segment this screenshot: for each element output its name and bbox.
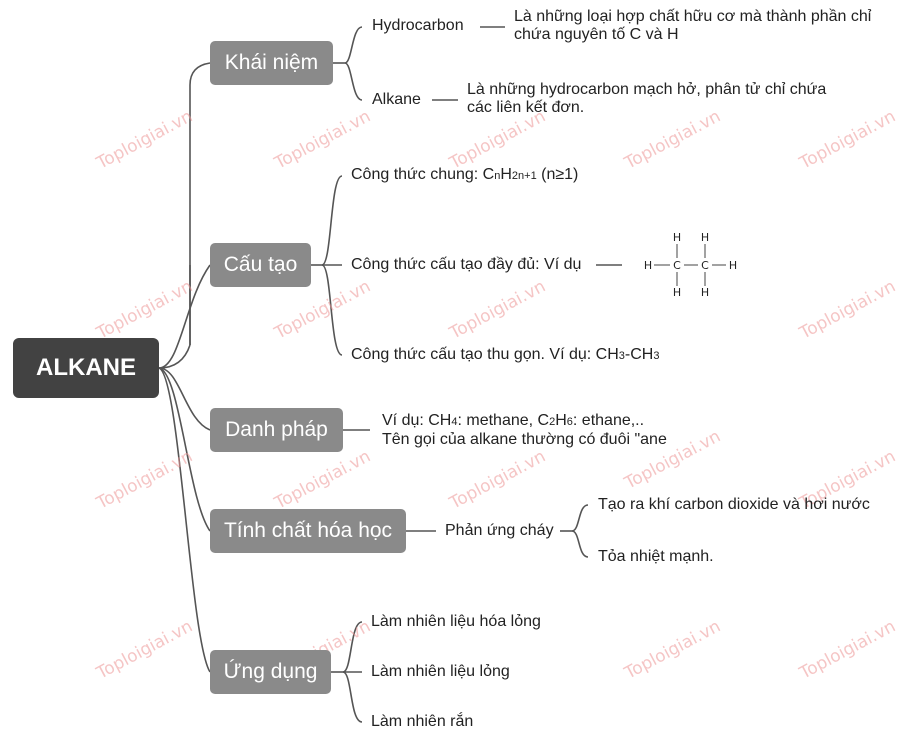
branch-tinh-chat: Tính chất hóa học xyxy=(210,509,406,553)
nomenclature-text: Ví dụ: CH4: methane, C2H6: ethane,.. Tên… xyxy=(382,412,667,449)
np-e: H xyxy=(555,412,567,429)
general-formula-h: H xyxy=(500,166,512,183)
root-node: ALKANE xyxy=(13,338,159,398)
condensed-prefix: Công thức cấu tạo thu gọn. Ví dụ: CH xyxy=(351,346,619,363)
condensed-sub2: 3 xyxy=(653,350,660,362)
atom-h-bottom2: H xyxy=(701,286,709,299)
general-formula-n: n xyxy=(494,170,501,182)
hydrocarbon-definition: Là những loại hợp chất hữu cơ mà thành p… xyxy=(514,8,871,44)
branch-cau-tao: Cấu tạo xyxy=(210,243,311,287)
atom-c2: C xyxy=(701,259,709,272)
np-a: Ví dụ: CH xyxy=(382,412,452,429)
leaf-full-structure: Công thức cấu tạo đầy đủ: Ví dụ xyxy=(351,256,582,273)
leaf-combustion: Phản ứng cháy xyxy=(445,522,554,539)
np-d: 2 xyxy=(549,416,556,428)
atom-c1: C xyxy=(673,259,681,272)
leaf-combustion-result2: Tỏa nhiệt mạnh. xyxy=(598,548,714,565)
nomenclature-line1: Ví dụ: CH4: methane, C2H6: ethane,.. xyxy=(382,412,667,431)
branch-khai-niem: Khái niệm xyxy=(210,41,333,85)
np-c: : methane, C xyxy=(457,412,550,429)
alkane-def-line2: các liên kết đơn. xyxy=(467,99,585,116)
leaf-alkane: Alkane xyxy=(372,91,421,108)
condensed-mid: -CH xyxy=(624,346,654,363)
leaf-hydrocarbon: Hydrocarbon xyxy=(372,17,464,34)
leaf-application3: Làm nhiên rắn xyxy=(371,713,474,730)
ethane-structure-diagram: H C C H H H H H xyxy=(644,231,737,299)
atom-h-bottom1: H xyxy=(673,286,681,299)
branch-ung-dung: Ứng dụng xyxy=(210,650,331,694)
np-f: 6 xyxy=(566,416,573,428)
atom-h-left: H xyxy=(644,259,652,272)
condensed-sub1: 3 xyxy=(618,350,625,362)
leaf-combustion-result1: Tạo ra khí carbon dioxide và hơi nước xyxy=(598,496,870,513)
np-b: 4 xyxy=(451,416,458,428)
general-formula-suffix: (n≥1) xyxy=(536,166,579,183)
alkane-definition: Là những hydrocarbon mạch hở, phân tử ch… xyxy=(467,81,826,117)
branch-danh-phap: Danh pháp xyxy=(210,408,343,452)
leaf-general-formula: Công thức chung: CnH2n+1 (n≥1) xyxy=(351,166,578,184)
hydrocarbon-def-line2: chứa nguyên tố C và H xyxy=(514,26,679,43)
atom-h-top1: H xyxy=(673,231,681,244)
atom-h-right: H xyxy=(729,259,737,272)
leaf-application2: Làm nhiên liệu lỏng xyxy=(371,663,510,680)
leaf-condensed-structure: Công thức cấu tạo thu gọn. Ví dụ: CH3-CH… xyxy=(351,346,659,364)
general-formula-sub: 2n+1 xyxy=(511,170,537,182)
np-g: : ethane,.. xyxy=(572,412,645,429)
nomenclature-line2: Tên gọi của alkane thường có đuôi "ane xyxy=(382,431,667,448)
atom-h-top2: H xyxy=(701,231,709,244)
alkane-def-line1: Là những hydrocarbon mạch hở, phân tử ch… xyxy=(467,81,827,98)
leaf-application1: Làm nhiên liệu hóa lỏng xyxy=(371,613,541,630)
general-formula-prefix: Công thức chung: C xyxy=(351,166,495,183)
hydrocarbon-def-line1: Là những loại hợp chất hữu cơ mà thành p… xyxy=(514,8,872,25)
